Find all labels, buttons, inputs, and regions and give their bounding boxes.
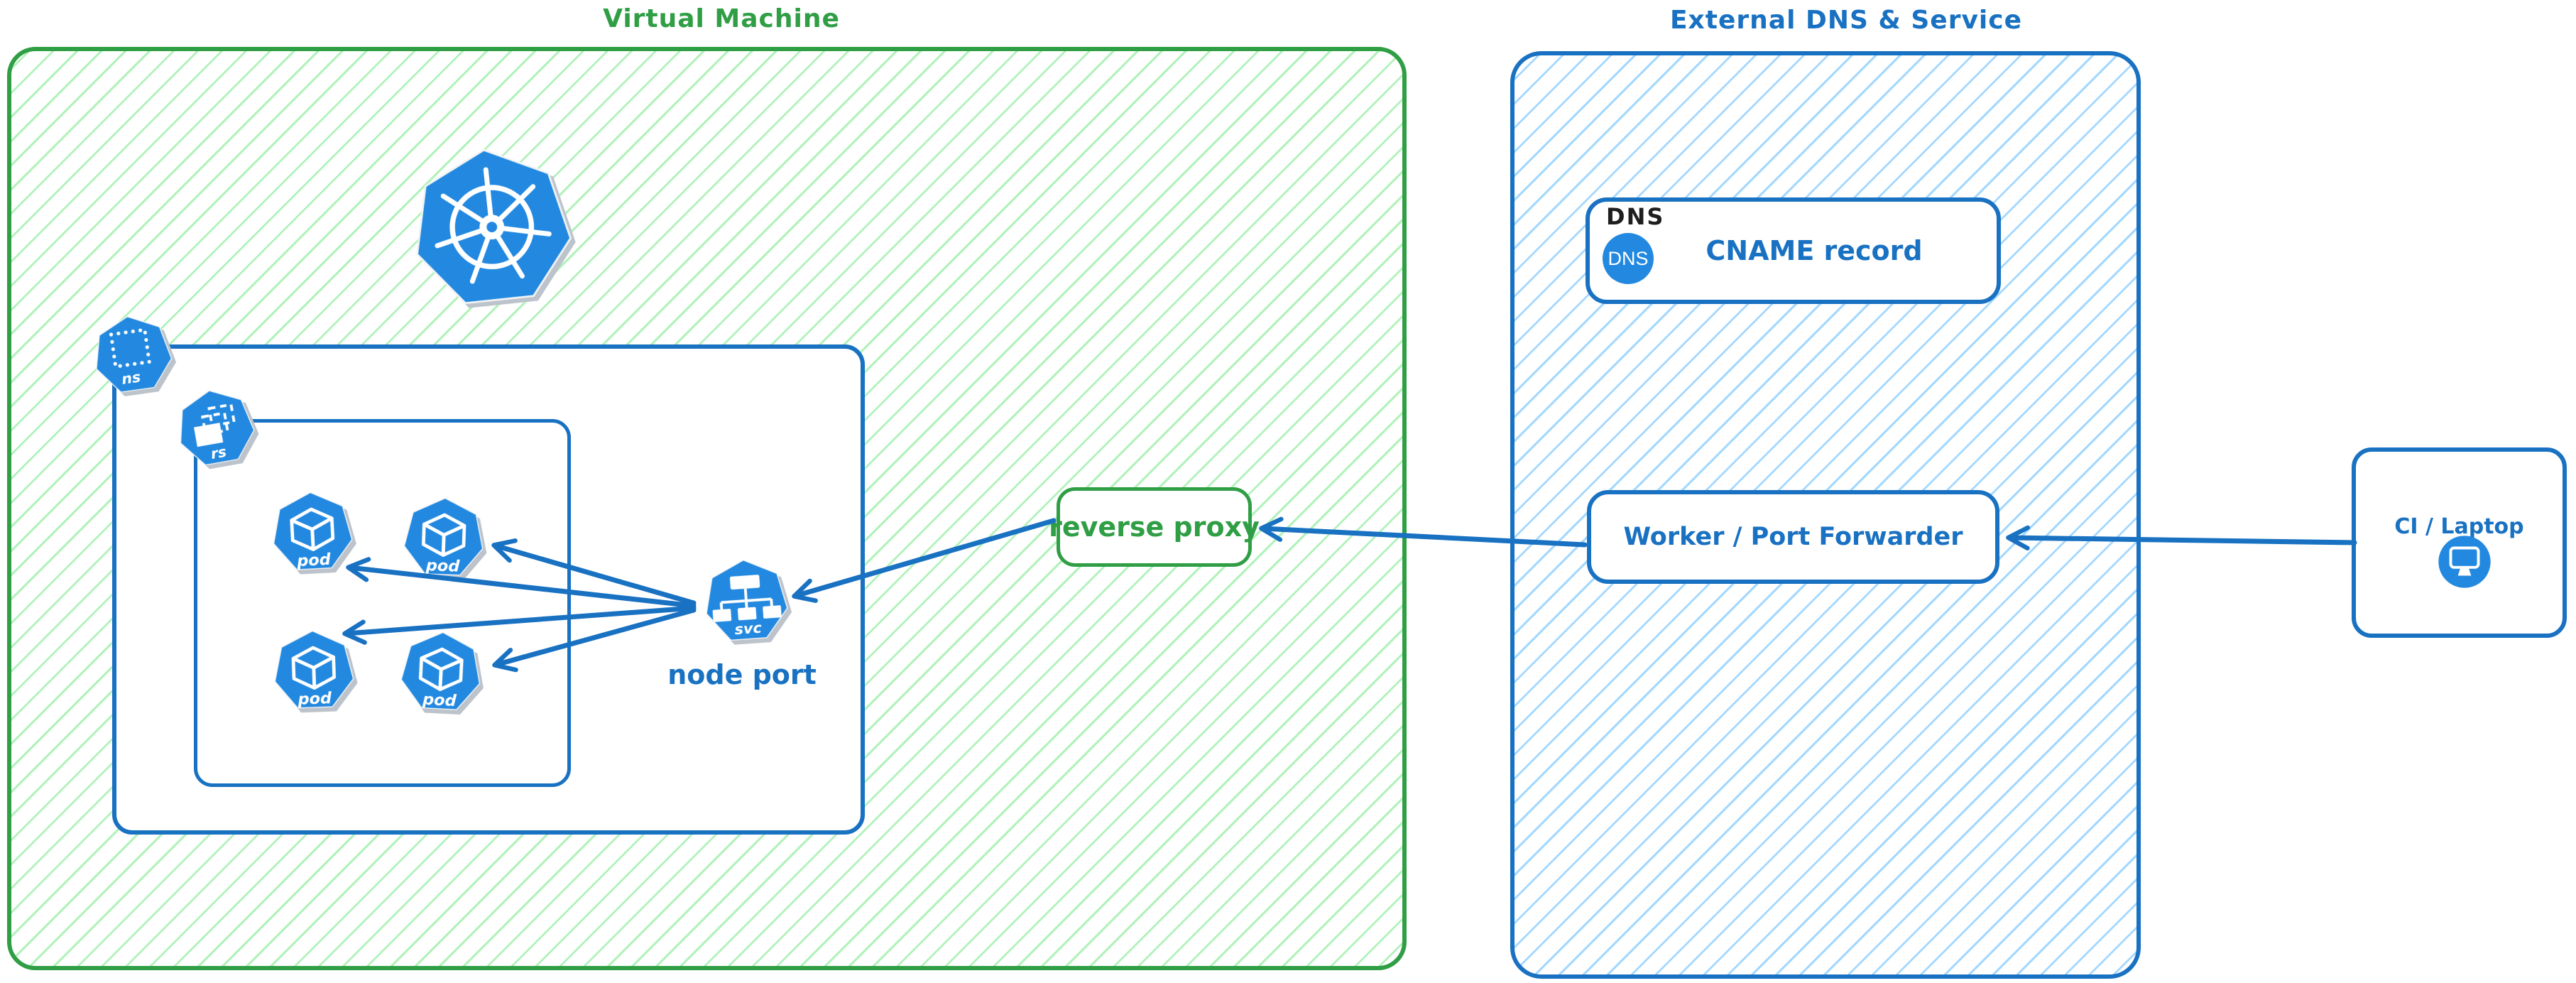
dns-record-box — [1586, 197, 2001, 304]
monitor-icon — [2437, 534, 2492, 590]
pod-icon-label: pod — [422, 690, 458, 711]
worker-port-forwarder-box: Worker / Port Forwarder — [1587, 490, 1999, 584]
dns-tag-label: DNS — [1606, 203, 1665, 230]
dns-icon: DNS — [1603, 233, 1654, 284]
pod-icon-label: pod — [296, 550, 332, 571]
namespace-icon-label: ns — [121, 369, 142, 389]
service-icon-label: svc — [734, 619, 763, 639]
pod-icon-1: pod — [268, 489, 356, 577]
worker-port-forwarder-label: Worker / Port Forwarder — [1623, 523, 1963, 551]
replicaset-icon: rs — [169, 382, 263, 474]
replicaset-box — [194, 419, 571, 787]
pod-icon-2: pod — [400, 495, 487, 582]
external-dns-title: External DNS & Service — [1669, 6, 2023, 35]
reverse-proxy-box: reverse proxy — [1049, 487, 1260, 567]
pod-icon-3: pod — [271, 628, 357, 715]
cname-record-label: CNAME record — [1705, 235, 1923, 266]
service-icon: svc — [700, 555, 792, 648]
kubernetes-icon — [402, 139, 583, 320]
reverse-proxy-label: reverse proxy — [1049, 511, 1260, 543]
pod-icon-4: pod — [397, 629, 485, 717]
node-port-label: node port — [667, 659, 817, 690]
replicaset-icon-label: rs — [209, 443, 228, 462]
pod-icon-label: pod — [425, 556, 460, 576]
pod-icon-label: pod — [297, 689, 332, 709]
virtual-machine-title: Virtual Machine — [603, 4, 840, 33]
ci-laptop-label: CI / Laptop — [2394, 514, 2524, 539]
namespace-icon: ns — [86, 309, 180, 401]
